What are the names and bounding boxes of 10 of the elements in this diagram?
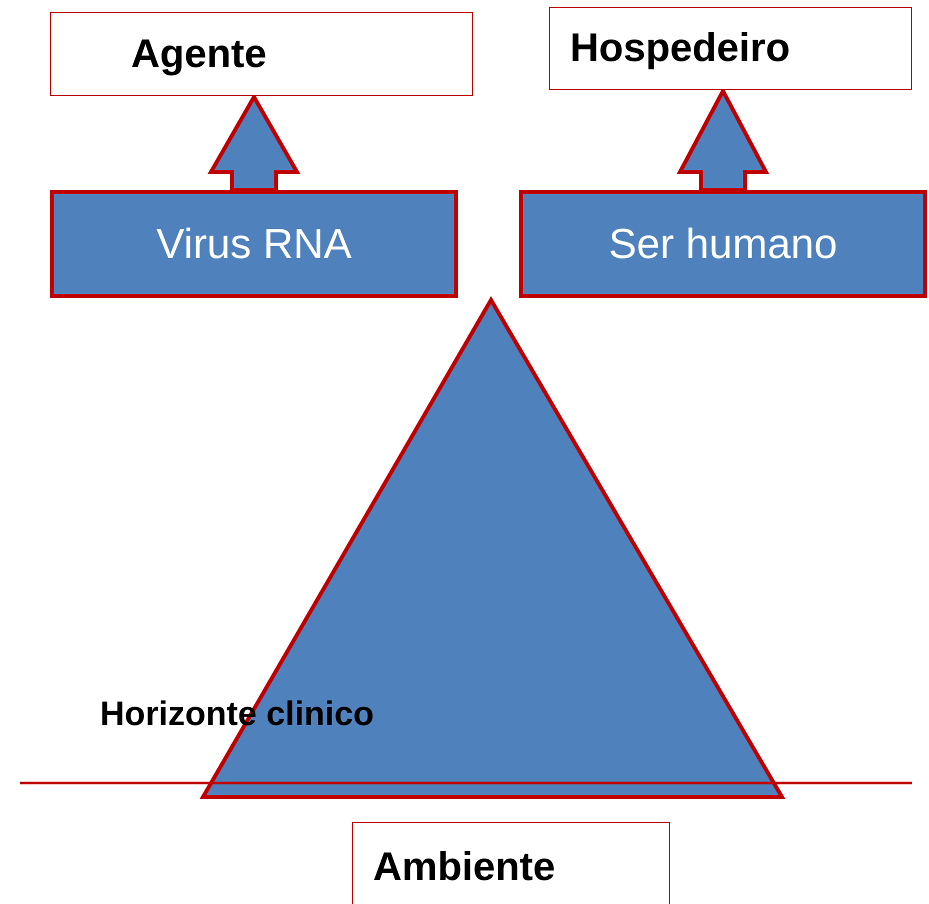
box-label: Virus RNA — [156, 220, 352, 268]
heading-text: Ambiente — [373, 844, 556, 890]
process-box — [50, 190, 458, 298]
heading-text: Hospedeiro — [570, 26, 790, 71]
label-box — [352, 822, 670, 904]
label-box — [50, 12, 473, 96]
label-box — [549, 7, 912, 90]
process-box — [519, 190, 927, 298]
box-label: Ser humano — [608, 220, 838, 268]
heading-text: Agente — [131, 32, 267, 76]
